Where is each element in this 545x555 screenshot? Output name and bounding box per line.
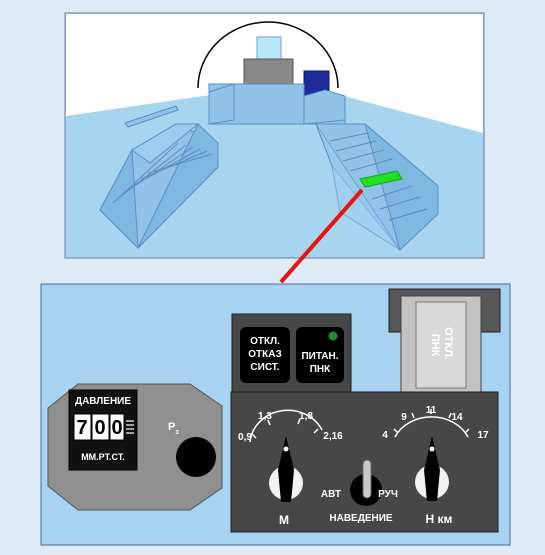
altitude-knob-pointer xyxy=(424,436,440,501)
canopy-window xyxy=(256,36,282,60)
altitude-dial-label: Н км xyxy=(426,512,453,526)
pitan-pnk-line-2: ПНК xyxy=(310,364,331,375)
otkl-pnk-switch-plate xyxy=(415,301,467,389)
pressure-knob[interactable] xyxy=(176,437,216,477)
pressure-scale-ticks xyxy=(126,420,134,434)
mach-dial-label: М xyxy=(279,513,289,527)
mach-dial: 0,9 1,3 1,8 2,16 М xyxy=(238,409,343,527)
pressure-gauge-title: ДАВЛЕНИЕ xyxy=(75,396,131,407)
pressure-digit-box-3 xyxy=(109,413,125,441)
callout-line xyxy=(279,188,364,284)
rear-bulkhead-right xyxy=(303,89,346,125)
mach-tick-1-8: 1,8 xyxy=(299,411,313,422)
mach-knob-indicator xyxy=(283,446,289,452)
altitude-knob-indicator xyxy=(429,446,435,452)
left-rail xyxy=(124,105,179,128)
mode-toggle-right-label: РУЧ xyxy=(378,489,398,500)
altitude-tick-14: 14 xyxy=(451,412,463,423)
mach-dial-arc xyxy=(249,409,323,443)
pressure-digit-box-1 xyxy=(73,413,92,441)
left-console xyxy=(99,123,219,250)
pressure-digit-1: 7 xyxy=(76,417,87,439)
otkl-otkaz-line-1: ОТКЛ. xyxy=(250,336,280,347)
otkl-pnk-switch[interactable]: ОТКЛ. ПНК xyxy=(388,288,501,393)
pressure-gauge-unit: ММ.РТ.СТ. xyxy=(81,452,125,462)
mode-toggle-lever xyxy=(362,459,372,499)
rear-block xyxy=(243,58,294,85)
altitude-tick-17: 17 xyxy=(477,430,489,441)
altitude-dial: 4 9 11 14 17 Н км xyxy=(382,405,489,526)
mach-tick-2-16: 2,16 xyxy=(323,431,343,442)
otkl-pnk-line-2: ПНК xyxy=(429,334,441,357)
otkl-otkaz-line-3: СИСТ. xyxy=(250,362,279,373)
pressure-digit-3: 0 xyxy=(111,417,122,439)
guidance-panel: 0,9 1,3 1,8 2,16 М 4 9 11 14 17 Н км xyxy=(230,391,499,533)
pitan-indicator-lamp xyxy=(327,330,339,342)
pressure-digit-2: 0 xyxy=(94,417,105,439)
otkl-otkaz-line-2: ОТКАЗ xyxy=(248,349,281,360)
altitude-dial-arc xyxy=(394,416,469,438)
pressure-digit-box-2 xyxy=(91,413,110,441)
otkl-otkaz-button[interactable] xyxy=(240,327,290,383)
mach-tick-0-9: 0,9 xyxy=(238,432,252,443)
mode-toggle-left-label: АВТ xyxy=(321,489,341,500)
guidance-mode-toggle[interactable]: АВТ РУЧ НАВЕДЕНИЕ xyxy=(321,459,398,524)
otkl-pnk-line-1: ОТКЛ. xyxy=(442,327,454,360)
canopy-arch xyxy=(197,21,339,89)
pitan-pnk-line-1: ПИТАН. xyxy=(301,351,338,362)
pressure-gauge: ДАВЛЕНИЕ 7 0 0 ММ.РТ.СТ. Рз xyxy=(47,383,223,511)
mach-knob-pointer xyxy=(278,436,294,502)
highlighted-button xyxy=(359,170,403,188)
mode-toggle-title: НАВЕДЕНИЕ xyxy=(329,513,393,524)
pressure-knob-label: Рз xyxy=(168,421,179,436)
mach-tick-1-3: 1,3 xyxy=(258,411,272,422)
system-buttons-block: ОТКЛ. ОТКАЗ СИСТ. ПИТАН. ПНК xyxy=(231,313,352,393)
cockpit-view xyxy=(64,12,485,259)
otkl-pnk-switch-label: ОТКЛ. ПНК xyxy=(429,327,454,363)
altitude-tick-9: 9 xyxy=(401,412,407,423)
altitude-tick-4: 4 xyxy=(382,430,388,441)
rear-bulkhead-left xyxy=(208,83,235,125)
altitude-tick-11: 11 xyxy=(426,405,437,416)
